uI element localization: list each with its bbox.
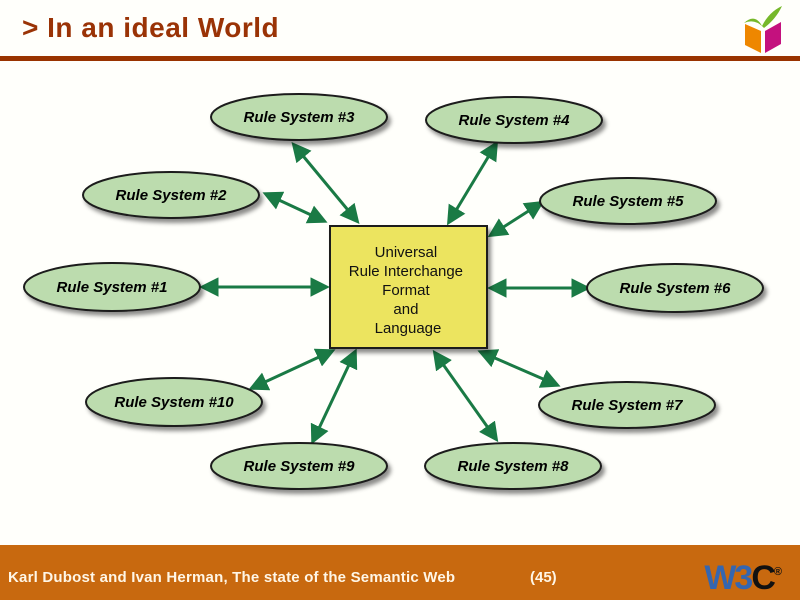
node-shape bbox=[425, 96, 603, 144]
node-shape bbox=[586, 263, 764, 313]
node-shape bbox=[85, 377, 263, 427]
hub-label: Universal Rule Interchange Format and La… bbox=[349, 244, 467, 337]
node-label: Rule System #8 bbox=[458, 458, 570, 475]
footer-page-number: (45) bbox=[530, 569, 557, 586]
cube-right-face bbox=[765, 22, 781, 53]
footer-bar: Karl Dubost and Ivan Herman, The state o… bbox=[0, 545, 800, 600]
node-rule-system-7: Rule System #7 bbox=[538, 381, 716, 429]
node-rule-system-10: Rule System #10 bbox=[85, 377, 263, 427]
node-shape bbox=[538, 381, 716, 429]
w3c-logo-registered-mark: ® bbox=[773, 566, 782, 578]
node-label: Rule System #2 bbox=[116, 187, 228, 204]
node-rule-system-2: Rule System #2 bbox=[82, 171, 260, 219]
node-rule-system-1: Rule System #1 bbox=[23, 262, 201, 312]
node-rule-system-6: Rule System #6 bbox=[586, 263, 764, 313]
cube-left-face bbox=[745, 24, 761, 53]
hub-rect bbox=[329, 225, 488, 349]
arrow-rs7 bbox=[477, 349, 561, 388]
arrow-rs5 bbox=[487, 200, 545, 238]
w3c-logo-c: C bbox=[751, 559, 776, 597]
cube-leaf-shape bbox=[744, 6, 782, 28]
node-label: Rule System #6 bbox=[620, 280, 732, 297]
node-label: Rule System #10 bbox=[114, 394, 234, 411]
node-shape bbox=[82, 171, 260, 219]
node-rule-system-9: Rule System #9 bbox=[210, 442, 388, 490]
node-shape bbox=[23, 262, 201, 312]
node-rule-system-5: Rule System #5 bbox=[539, 177, 717, 225]
arrow-rs10 bbox=[248, 348, 336, 391]
node-label: Rule System #1 bbox=[57, 279, 168, 296]
arrow-links bbox=[199, 140, 591, 445]
central-hub-box: Universal Rule Interchange Format and La… bbox=[329, 225, 488, 349]
node-rule-system-3: Rule System #3 bbox=[210, 93, 388, 141]
node-label: Rule System #9 bbox=[244, 458, 356, 475]
node-label: Rule System #7 bbox=[572, 397, 684, 414]
title-divider bbox=[0, 56, 800, 61]
node-shape bbox=[210, 93, 388, 141]
node-rule-system-8: Rule System #8 bbox=[424, 442, 602, 490]
page-title: > In an ideal World bbox=[22, 12, 280, 43]
semantic-web-cube-icon bbox=[744, 6, 782, 53]
arrow-rs2 bbox=[262, 191, 328, 224]
arrow-rs3 bbox=[291, 141, 360, 225]
node-shape bbox=[210, 442, 388, 490]
footer-credit: Karl Dubost and Ivan Herman, The state o… bbox=[8, 569, 456, 586]
node-label: Rule System #3 bbox=[244, 109, 356, 126]
node-shape bbox=[424, 442, 602, 490]
w3c-logo: W3C® bbox=[704, 551, 782, 599]
arrow-rs9 bbox=[310, 348, 358, 445]
w3c-logo-w3: W3 bbox=[704, 559, 753, 597]
arrow-rs4 bbox=[446, 140, 499, 226]
node-rule-system-4: Rule System #4 bbox=[425, 96, 603, 144]
node-shape bbox=[539, 177, 717, 225]
arrow-rs8 bbox=[432, 349, 499, 443]
node-label: Rule System #5 bbox=[573, 193, 685, 210]
node-label: Rule System #4 bbox=[459, 112, 571, 129]
